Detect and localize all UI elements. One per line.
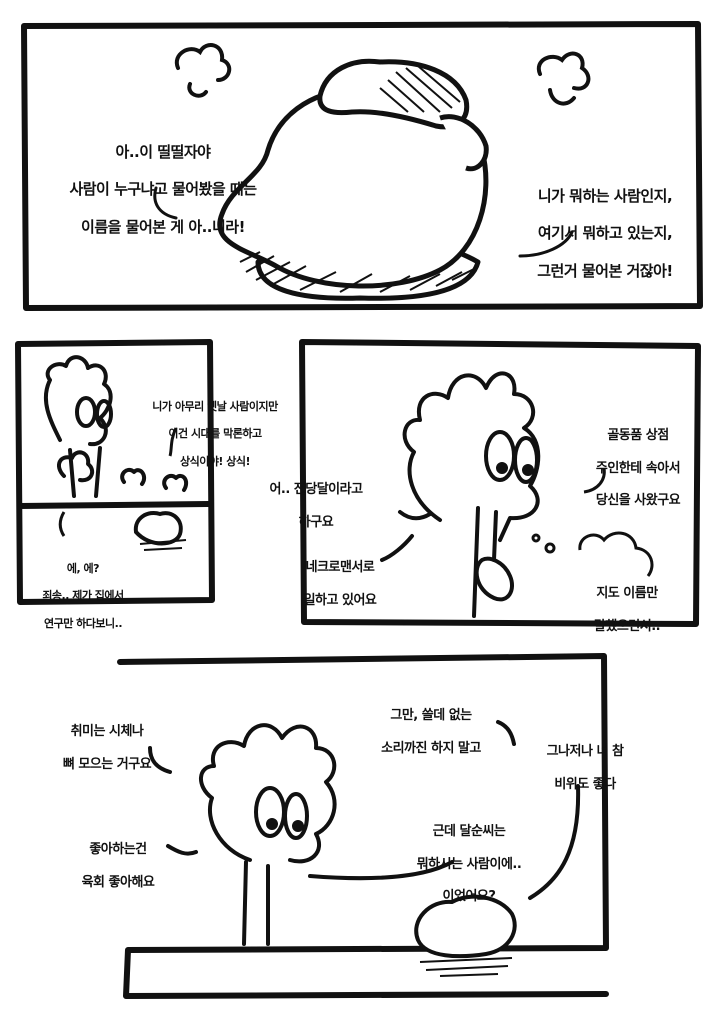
panel-1-border bbox=[21, 21, 703, 311]
speech-line: 여기서 뭐하고 있는지, bbox=[537, 224, 673, 243]
blob-creature-large bbox=[217, 58, 489, 301]
speech-line: 이건 시대를 막론하고 bbox=[168, 427, 262, 441]
panel4-left-speech-2: 좋아하는건 육회 좋아해요 bbox=[58, 826, 178, 907]
panel1-left-speech: 아..이 띨띨자야 사람이 누구냐고 물어봤을 때는 이름을 물어본 게 아..… bbox=[58, 124, 268, 255]
speech-line: 그나저나 너 참 bbox=[546, 744, 624, 760]
blob-creature-bottom bbox=[414, 894, 517, 959]
spiky-character-large bbox=[148, 720, 581, 946]
thought-bubble-shape bbox=[531, 467, 654, 577]
speech-line: 니가 아무리 옛날 사람이지만 bbox=[152, 399, 278, 413]
panel4-center-speech: 근데 달순씨는 뭐하시는 사람이에.. 이었어요? bbox=[394, 808, 544, 922]
panel4-top-speech: 그만, 쓸데 없는 소리까진 하지 말고 bbox=[356, 692, 506, 773]
speech-line: 연구만 하다보니.. bbox=[43, 616, 123, 630]
speech-line: 좋아하는건 bbox=[89, 842, 147, 858]
spiky-character-medium bbox=[380, 371, 541, 618]
spiky-character-small bbox=[43, 355, 189, 498]
speech-line: 사람이 누구냐고 물어봤을 때는 bbox=[69, 180, 257, 199]
blob-creature-small bbox=[133, 511, 183, 546]
bubble-tails bbox=[153, 186, 574, 258]
speech-line: 당신을 사왔구요 bbox=[595, 493, 681, 509]
speech-line: 말했으면서.. bbox=[593, 618, 661, 634]
speech-line: 골동품 상점 bbox=[607, 428, 669, 444]
anger-puffs bbox=[174, 43, 591, 106]
speech-line: 에, 에? bbox=[66, 561, 100, 575]
speech-line: 비위도 좋다 bbox=[554, 776, 616, 792]
panel3-left-speech-2: 네크로맨서로 일하고 있어요 bbox=[280, 544, 400, 625]
panel2-top-speech: 니가 아무리 옛날 사람이지만 이건 시대를 막론하고 상식이야! 상식! bbox=[130, 386, 300, 482]
panel-4-border bbox=[117, 653, 609, 999]
speech-line: 상식이야! 상식! bbox=[179, 454, 251, 468]
speech-line: 근데 달순씨는 bbox=[432, 824, 506, 840]
panel3-thought-text: 지도 이름만 말했으면서.. bbox=[572, 570, 682, 651]
panel4-right-speech: 그나저나 너 참 비위도 좋다 bbox=[520, 728, 650, 809]
speech-line: 그런거 물어본 거잖아! bbox=[537, 261, 673, 280]
speech-line: 니가 뭐하는 사람인지, bbox=[537, 186, 673, 205]
panel-3-border bbox=[299, 339, 701, 627]
blob-hatching bbox=[239, 65, 477, 293]
speech-line: 어.. 전당달이라고 bbox=[269, 482, 363, 498]
speech-line: 이었어요? bbox=[442, 889, 496, 905]
speech-line: 그만, 쓸데 없는 bbox=[390, 708, 472, 724]
speech-line: 지도 이름만 bbox=[596, 586, 658, 602]
panel1-right-speech: 니가 뭐하는 사람인지, 여기서 뭐하고 있는지, 그런거 물어본 거잖아! bbox=[510, 168, 700, 299]
speech-line: 주인한테 속아서 bbox=[595, 460, 681, 476]
panel2-bottom-speech: 에, 에? 죄송.. 제가 집에서 연구만 하다보니.. bbox=[28, 548, 138, 644]
panel4-left-speech-1: 취미는 시체나 뼈 모으는 거구요 bbox=[32, 708, 182, 789]
panel3-right-speech: 골동품 상점 주인한테 속아서 당신을 사왔구요 bbox=[578, 412, 698, 526]
speech-line: 뭐하시는 사람이에.. bbox=[416, 856, 522, 872]
speech-line: 네크로맨서로 bbox=[305, 560, 375, 576]
speech-line: 하구요 bbox=[298, 514, 334, 530]
speech-line: 육회 좋아해요 bbox=[81, 874, 155, 890]
speech-line: 소리까진 하지 말고 bbox=[381, 740, 481, 756]
speech-line: 이름을 물어본 게 아..니라! bbox=[81, 217, 245, 236]
speech-line: 일하고 있어요 bbox=[303, 592, 377, 608]
panel3-left-speech-1: 어.. 전당달이라고 하구요 bbox=[246, 466, 386, 547]
speech-line: 죄송.. 제가 집에서 bbox=[42, 589, 124, 603]
speech-line: 아..이 띨띨자야 bbox=[115, 142, 211, 161]
speech-line: 취미는 시체나 bbox=[70, 724, 144, 740]
panel-2-border bbox=[15, 339, 215, 605]
speech-line: 뼈 모으는 거구요 bbox=[62, 756, 152, 772]
